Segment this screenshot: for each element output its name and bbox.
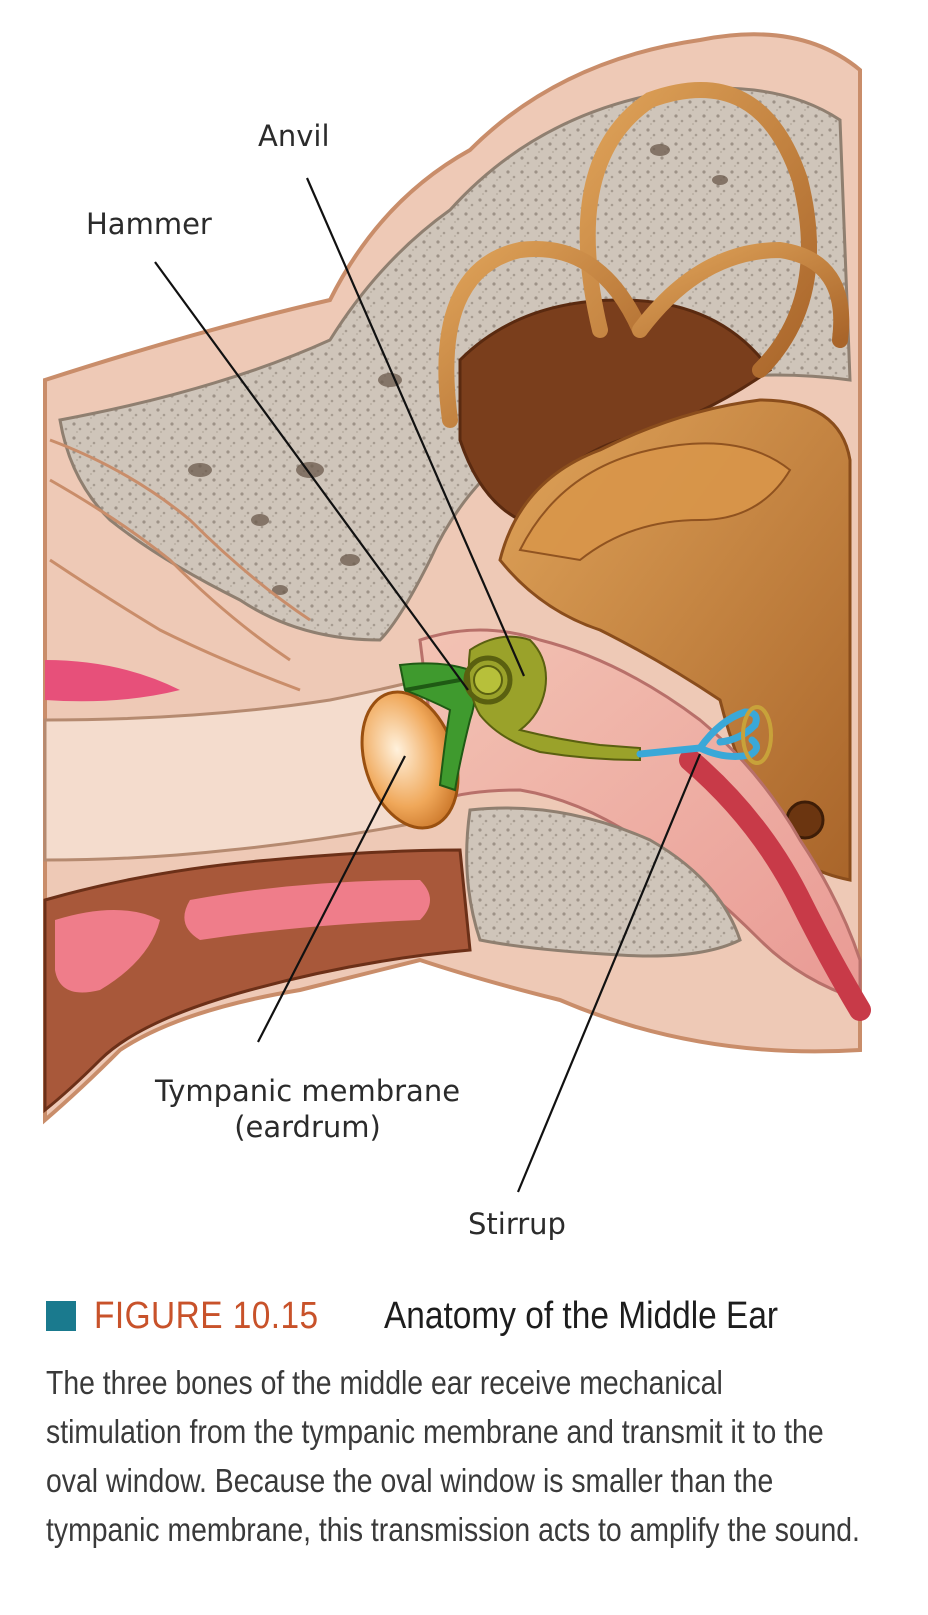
tympanic-label-line1: Tympanic membrane	[155, 1074, 461, 1108]
semicircular-canals	[438, 82, 850, 428]
stirrup-bone	[636, 708, 760, 760]
leader-lines	[154, 177, 702, 1193]
hammer-leader	[154, 261, 469, 691]
anvil-bone	[463, 635, 641, 762]
anvil-leader	[305, 177, 526, 677]
bone-cavities	[188, 144, 728, 595]
middle-ear-illustration	[43, 32, 871, 1193]
caption-line: The three bones of the middle ear receiv…	[46, 1364, 723, 1401]
figure-marker-square	[46, 1301, 76, 1331]
caption-line: tympanic membrane, this transmission act…	[46, 1511, 860, 1548]
figure-number: FIGURE 10.15	[94, 1294, 319, 1337]
figure-title: Anatomy of the Middle Ear	[384, 1294, 779, 1337]
cartilage-upper	[45, 660, 180, 702]
stirrup-label: Stirrup	[468, 1207, 566, 1241]
caption-line: oval window. Because the oval window is …	[46, 1462, 774, 1499]
hammer-label: Hammer	[86, 207, 212, 241]
vestibule-arc	[518, 442, 792, 562]
figure-caption-text: The three bones of the middle ear receiv…	[46, 1358, 928, 1554]
oval-window	[741, 705, 773, 765]
tympanic-leader	[257, 755, 406, 1043]
cartilage-lower	[184, 880, 430, 940]
figure-caption-heading: FIGURE 10.15 Anatomy of the Middle Ear	[46, 1292, 778, 1340]
middle-ear-cavity	[418, 628, 862, 1003]
lower-temporal-bone	[465, 806, 742, 958]
hammer-bone	[398, 662, 476, 792]
caption-line: stimulation from the tympanic membrane a…	[46, 1413, 824, 1450]
skin-layers	[49, 438, 311, 692]
blood-vessel	[679, 749, 871, 1021]
tympanic-label-line2: (eardrum)	[234, 1110, 381, 1145]
stirrup-leader	[516, 753, 702, 1193]
cartilage-left	[55, 910, 160, 993]
tympanic-membrane-label: Tympanic membrane (eardrum)	[155, 1073, 460, 1146]
anvil-label: Anvil	[258, 119, 330, 153]
